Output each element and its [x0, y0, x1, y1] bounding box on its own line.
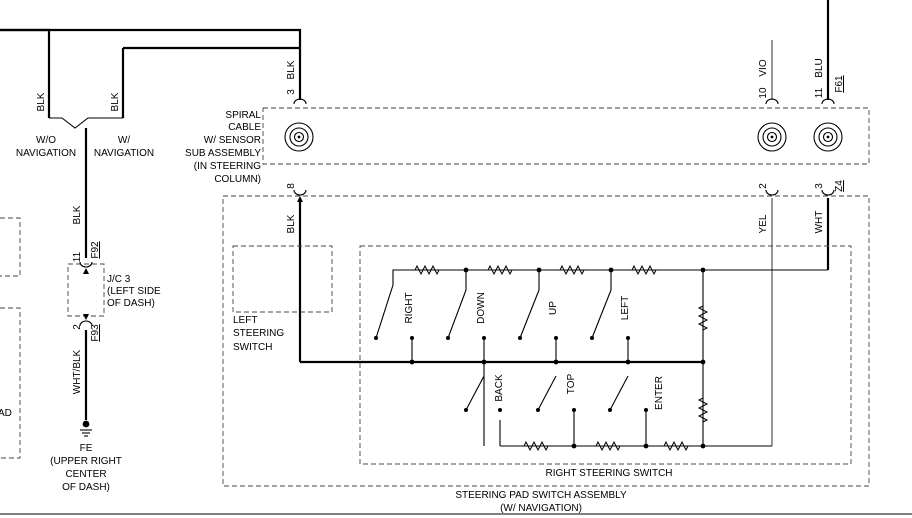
- spiral-cable-label: SUB ASSEMBLY: [185, 148, 261, 159]
- spiral-cable-box: [262, 107, 870, 165]
- resistor: [414, 264, 440, 276]
- wires: [0, 0, 830, 447]
- connector-label: F93: [90, 324, 101, 342]
- left-steering-switch-label: STEERING: [233, 328, 284, 339]
- left-steering-switch-label: SWITCH: [233, 342, 272, 353]
- labels: W/O NAVIGATION W/ NAVIGATION SPIRAL CABL…: [0, 110, 845, 514]
- resistor: [487, 264, 513, 276]
- wire-color-label: BLK: [110, 92, 121, 111]
- w-navigation-label: W/: [118, 135, 130, 146]
- wo-navigation-label: NAVIGATION: [16, 148, 76, 159]
- wire-color-label: BLK: [286, 60, 297, 79]
- left-steering-switch-label: LEFT: [233, 315, 257, 326]
- spiral-coil-icon: [284, 122, 314, 152]
- junction-dots: [409, 267, 706, 449]
- connector-label: Z4: [834, 180, 845, 192]
- connector-label: F61: [834, 75, 845, 93]
- switch-label-enter: ENTER: [654, 376, 665, 410]
- connector-label: F92: [90, 241, 101, 259]
- jc3-label: J/C 3: [107, 274, 131, 285]
- wire-color-label: BLU: [814, 58, 825, 77]
- spiral-coil-icon: [757, 122, 787, 152]
- spiral-cable-label: SPIRAL: [225, 110, 261, 121]
- switch-label-back: BACK: [494, 374, 505, 402]
- spiral-cable-label: CABLE: [228, 122, 261, 133]
- pin-label: 11: [814, 87, 825, 98]
- resistor: [631, 264, 657, 276]
- right-steering-switch-label: RIGHT STEERING SWITCH: [545, 468, 672, 479]
- ground-icon: [80, 420, 92, 437]
- edge-label: AD: [0, 408, 12, 419]
- spiral-cable-label: W/ SENSOR: [204, 135, 261, 146]
- switch-label-right: RIGHT: [404, 292, 415, 323]
- right-steering-switch-box: [359, 245, 852, 465]
- steering-pad-assembly-box: [222, 195, 870, 487]
- jc3-label: OF DASH): [107, 298, 155, 309]
- resistor: [663, 440, 689, 452]
- pin-label: 3: [814, 183, 825, 189]
- resistor: [559, 264, 585, 276]
- w-navigation-label: NAVIGATION: [94, 148, 154, 159]
- switch-label-down: DOWN: [476, 292, 487, 324]
- resistor: [697, 305, 709, 331]
- pin-label: 2: [758, 183, 769, 189]
- pin-label: 8: [286, 183, 297, 189]
- wire-color-label: WHT: [814, 211, 825, 234]
- rotated-labels: BLK BLK 3 BLK 10 VIO 11 BLU F61 BLK 11 F…: [36, 58, 845, 410]
- wo-navigation-label: W/O: [36, 135, 56, 146]
- ground-label: OF DASH): [62, 482, 110, 493]
- ground-label: CENTER: [65, 469, 106, 480]
- dashed-enclosures: [0, 107, 870, 487]
- jc3-label: (LEFT SIDE: [107, 286, 161, 297]
- wire-color-label: BLK: [286, 214, 297, 233]
- pin-label: 11: [72, 251, 83, 262]
- ground-label: FE: [80, 443, 93, 454]
- wire-color-label: WHT/BLK: [72, 349, 83, 394]
- resistor: [595, 440, 621, 452]
- ground-label: (UPPER RIGHT: [50, 456, 122, 467]
- switch-label-up: UP: [548, 301, 559, 315]
- spiral-cable-label: (IN STEERING: [194, 161, 261, 172]
- spiral-coil-icon: [813, 122, 843, 152]
- pin-label: 3: [286, 89, 297, 95]
- switch-label-top: TOP: [566, 373, 577, 394]
- wire-color-label: YEL: [758, 214, 769, 233]
- spiral-cable-label: COLUMN): [214, 174, 261, 185]
- resistor: [523, 440, 549, 452]
- wire-color-label: BLK: [36, 92, 47, 111]
- switch-label-left: LEFT: [620, 296, 631, 320]
- resistors: [414, 264, 709, 452]
- switch-contacts: [374, 270, 648, 446]
- assembly-label: (W/ NAVIGATION): [500, 503, 582, 514]
- connector-pins: [79, 98, 835, 327]
- wire-color-label: VIO: [758, 59, 769, 76]
- pin-label: 2: [72, 324, 83, 330]
- assembly-label: STEERING PAD SWITCH ASSEMBLY: [455, 490, 627, 501]
- resistor: [697, 397, 709, 423]
- wire-color-label: BLK: [72, 205, 83, 224]
- left-steering-switch-box: [232, 245, 333, 313]
- pin-label: 10: [758, 87, 769, 99]
